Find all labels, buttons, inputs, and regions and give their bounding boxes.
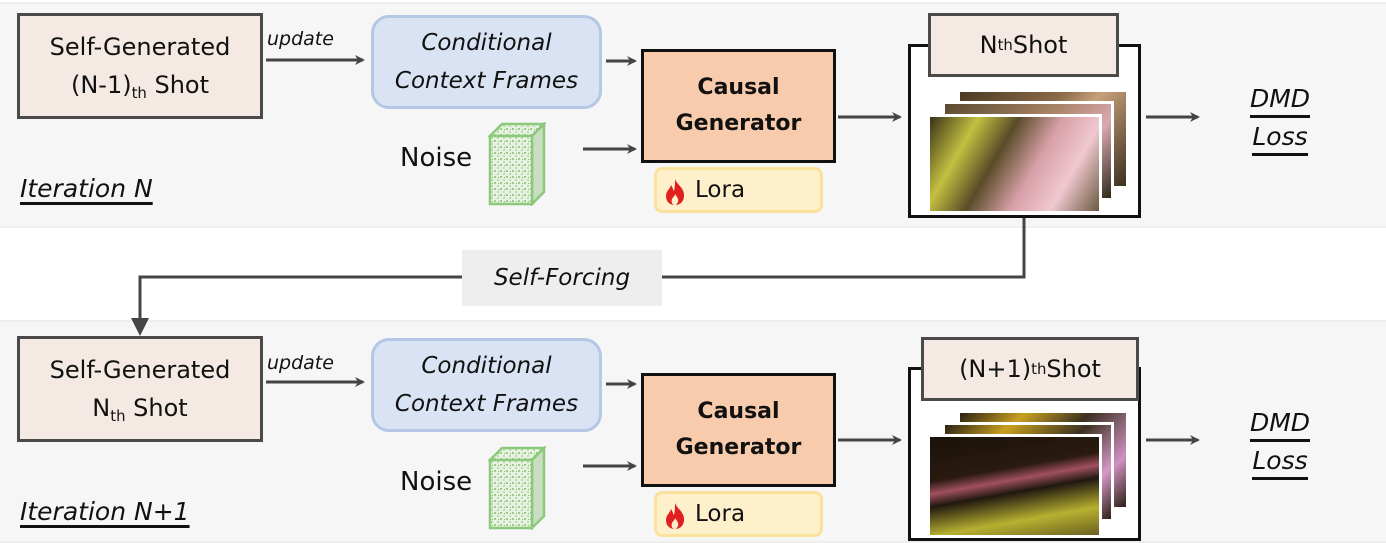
video-frame	[927, 434, 1102, 538]
self-forcing-connector	[662, 218, 1026, 279]
noise-label: Noise	[400, 467, 473, 497]
lora-label: Lora	[695, 177, 746, 203]
nth-shot-frame-group	[908, 44, 1141, 218]
noise-label: Noise	[400, 143, 473, 173]
noise-cube-icon	[486, 120, 548, 208]
context-line1: Conditional	[421, 30, 552, 56]
lora-badge: Lora	[654, 491, 823, 537]
self-forcing-connector-left	[138, 275, 462, 322]
generator-line2: Generator	[675, 435, 802, 460]
dmd-loss-label: DMD Loss	[1230, 80, 1330, 156]
causal-generator-box: Causal Generator	[641, 49, 836, 163]
causal-generator-box: Causal Generator	[641, 373, 836, 487]
iteration-label: Iteration N	[20, 174, 153, 203]
iteration-label: Iteration N+1	[20, 497, 190, 526]
lora-label: Lora	[695, 501, 746, 527]
fire-icon	[663, 502, 687, 536]
context-line2: Context Frames	[394, 68, 579, 94]
conditional-context-frames-box: Conditional Context Frames	[371, 15, 602, 109]
context-line1: Conditional	[421, 353, 552, 379]
conditional-context-frames-box: Conditional Context Frames	[371, 338, 602, 432]
generator-line2: Generator	[675, 111, 802, 136]
self-generated-shot-box: Self-Generated (N-1)th Shot	[17, 13, 263, 119]
noise-cube-icon	[486, 444, 548, 532]
n-plus-1-shot-title: (N+1)th Shot	[921, 337, 1139, 401]
self-generated-line2: Nth Shot	[92, 394, 188, 426]
fire-icon	[663, 178, 687, 212]
dmd-loss-label: DMD Loss	[1230, 404, 1330, 480]
self-generated-line1: Self-Generated	[49, 33, 231, 61]
self-generated-line1: Self-Generated	[49, 356, 231, 384]
update-label: update	[267, 28, 334, 50]
self-forcing-arrowhead	[131, 318, 149, 336]
lora-badge: Lora	[654, 167, 823, 213]
generator-line1: Causal	[697, 75, 780, 100]
generator-line1: Causal	[697, 399, 780, 424]
self-generated-shot-box: Self-Generated Nth Shot	[17, 336, 263, 442]
update-label: update	[267, 352, 334, 374]
self-forcing-label: Self-Forcing	[462, 250, 662, 306]
context-line2: Context Frames	[394, 391, 579, 417]
video-frame	[927, 114, 1102, 214]
self-generated-line2: (N-1)th Shot	[70, 71, 210, 103]
